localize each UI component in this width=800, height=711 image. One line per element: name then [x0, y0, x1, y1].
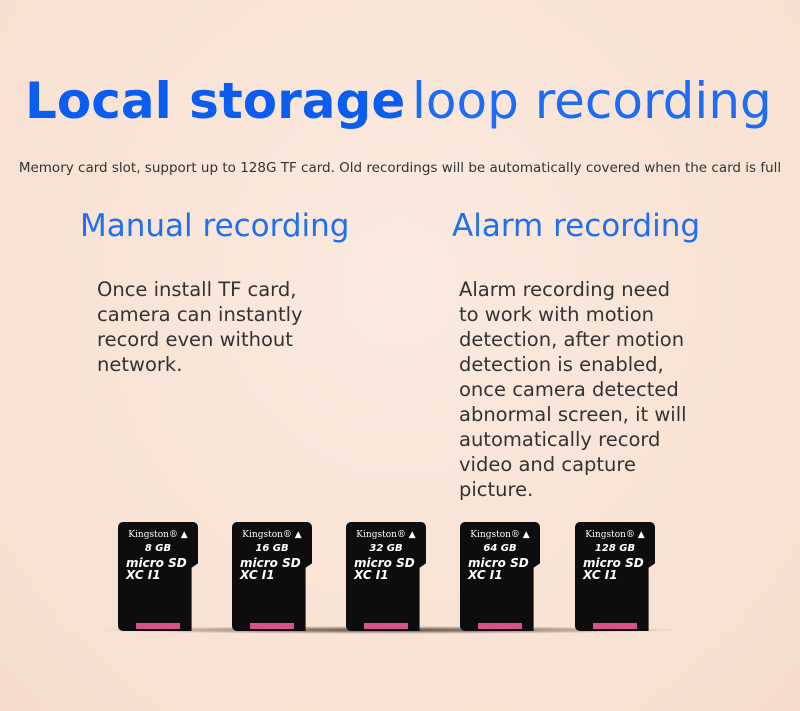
card-contacts: [593, 623, 637, 629]
manual-line: camera can instantly: [97, 303, 303, 326]
card-contacts: [250, 623, 294, 629]
alarm-line: to work with motion: [459, 303, 655, 326]
card-capacity: 16 GB: [255, 543, 289, 554]
manual-heading: Manual recording: [80, 208, 350, 244]
manual-line: network.: [97, 353, 183, 376]
card-brand: Kingston® ▲: [470, 530, 530, 540]
alarm-text: Alarm recording need to work with motion…: [459, 277, 687, 502]
alarm-line: automatically record: [459, 428, 661, 451]
manual-line: Once install TF card,: [97, 278, 297, 301]
card-brand: Kingston® ▲: [585, 530, 645, 540]
subtitle: Memory card slot, support up to 128G TF …: [18, 160, 782, 176]
card-logo: micro SD XC I1: [583, 556, 644, 582]
title-loop-recording: loop recording: [412, 72, 772, 130]
card-capacity: 8 GB: [144, 543, 172, 554]
alarm-line: once camera detected: [459, 378, 679, 401]
card-brand: Kingston® ▲: [128, 530, 188, 540]
title-local-storage: Local storage: [25, 72, 406, 130]
alarm-line: video and capture: [459, 453, 636, 476]
card-logo: micro SD XC I1: [354, 556, 415, 582]
manual-line: record even without: [97, 328, 293, 351]
card-contacts: [136, 623, 180, 629]
card-logo: micro SD XC I1: [126, 556, 187, 582]
card-capacity: 64 GB: [483, 543, 517, 554]
sd-card-8gb: Kingston® ▲ 8 GB micro SD XC I1: [118, 522, 198, 631]
sd-card-64gb: Kingston® ▲ 64 GB micro SD XC I1: [460, 522, 540, 631]
alarm-line: abnormal screen, it will: [459, 403, 687, 426]
alarm-line: detection is enabled,: [459, 353, 664, 376]
alarm-heading: Alarm recording: [452, 208, 701, 244]
sd-card-128gb: Kingston® ▲ 128 GB micro SD XC I1: [575, 522, 655, 631]
card-logo: micro SD XC I1: [240, 556, 301, 582]
alarm-line: picture.: [459, 478, 534, 501]
alarm-line: Alarm recording need: [459, 278, 670, 301]
card-contacts: [478, 623, 522, 629]
card-capacity: 128 GB: [594, 543, 636, 554]
card-logo: micro SD XC I1: [468, 556, 529, 582]
alarm-line: detection, after motion: [459, 328, 685, 351]
manual-text: Once install TF card, camera can instant…: [97, 277, 303, 377]
card-brand: Kingston® ▲: [242, 530, 302, 540]
sd-card-32gb: Kingston® ▲ 32 GB micro SD XC I1: [346, 522, 426, 631]
card-capacity: 32 GB: [369, 543, 403, 554]
card-contacts: [364, 623, 408, 629]
card-brand: Kingston® ▲: [356, 530, 416, 540]
sd-card-16gb: Kingston® ▲ 16 GB micro SD XC I1: [232, 522, 312, 631]
